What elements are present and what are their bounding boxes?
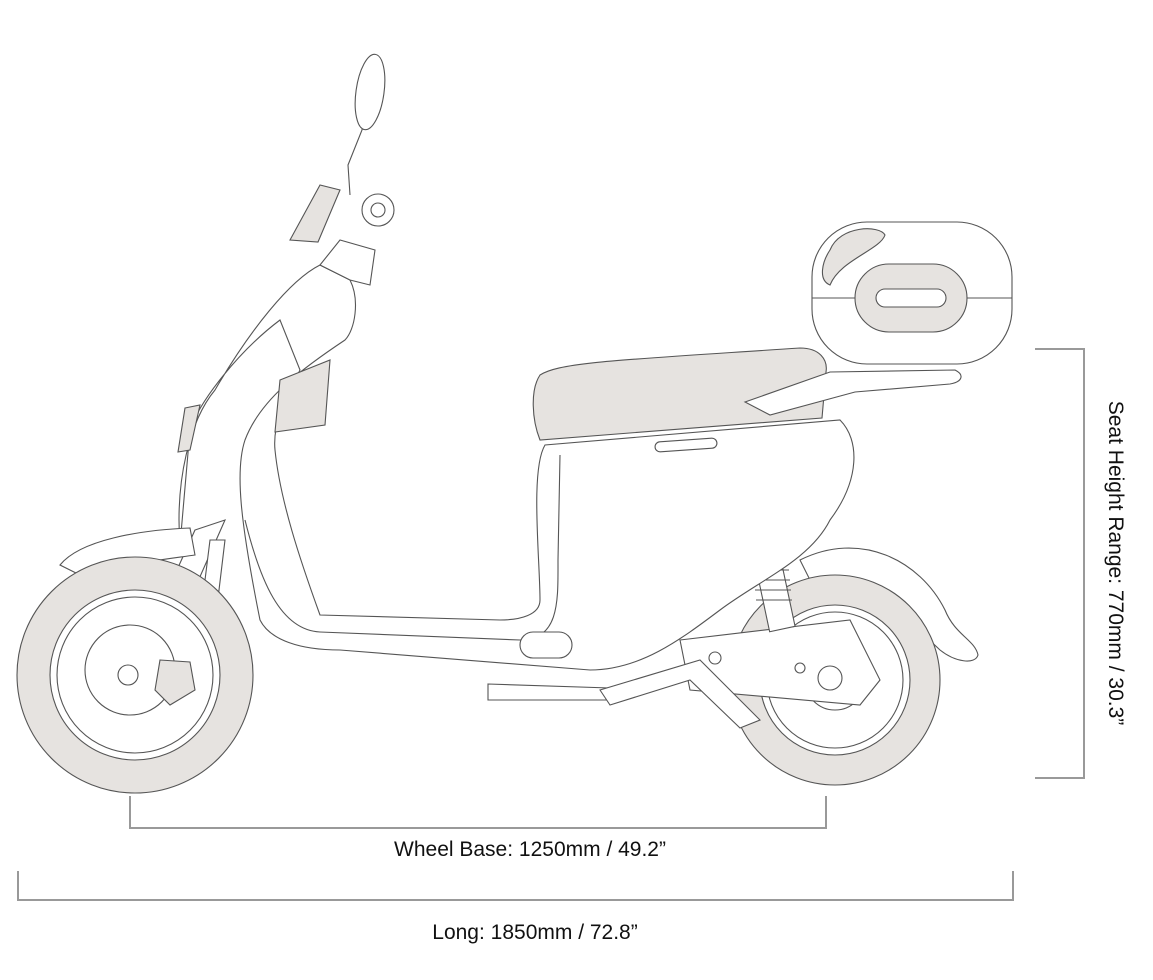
wheel-base-dimension-line (129, 796, 827, 829)
top-case (811, 221, 1013, 365)
kickstand (487, 683, 613, 701)
mirror (354, 53, 386, 131)
rear-rack (743, 369, 962, 416)
steering-column (319, 239, 376, 286)
side-badge (519, 631, 573, 659)
seat (532, 347, 827, 441)
wheel-base-label: Wheel Base: 1250mm / 49.2” (394, 838, 666, 861)
front-wheel (16, 556, 254, 794)
length-dimension-line (17, 871, 1014, 901)
scooter-body (178, 264, 855, 671)
floorboard-line (244, 454, 561, 641)
length-label: Long: 1850mm / 72.8” (432, 921, 638, 944)
seat-height-dimension-line (1035, 348, 1085, 779)
seat-height-label: Seat Height Range: 770mm / 30.3” (1104, 400, 1127, 726)
